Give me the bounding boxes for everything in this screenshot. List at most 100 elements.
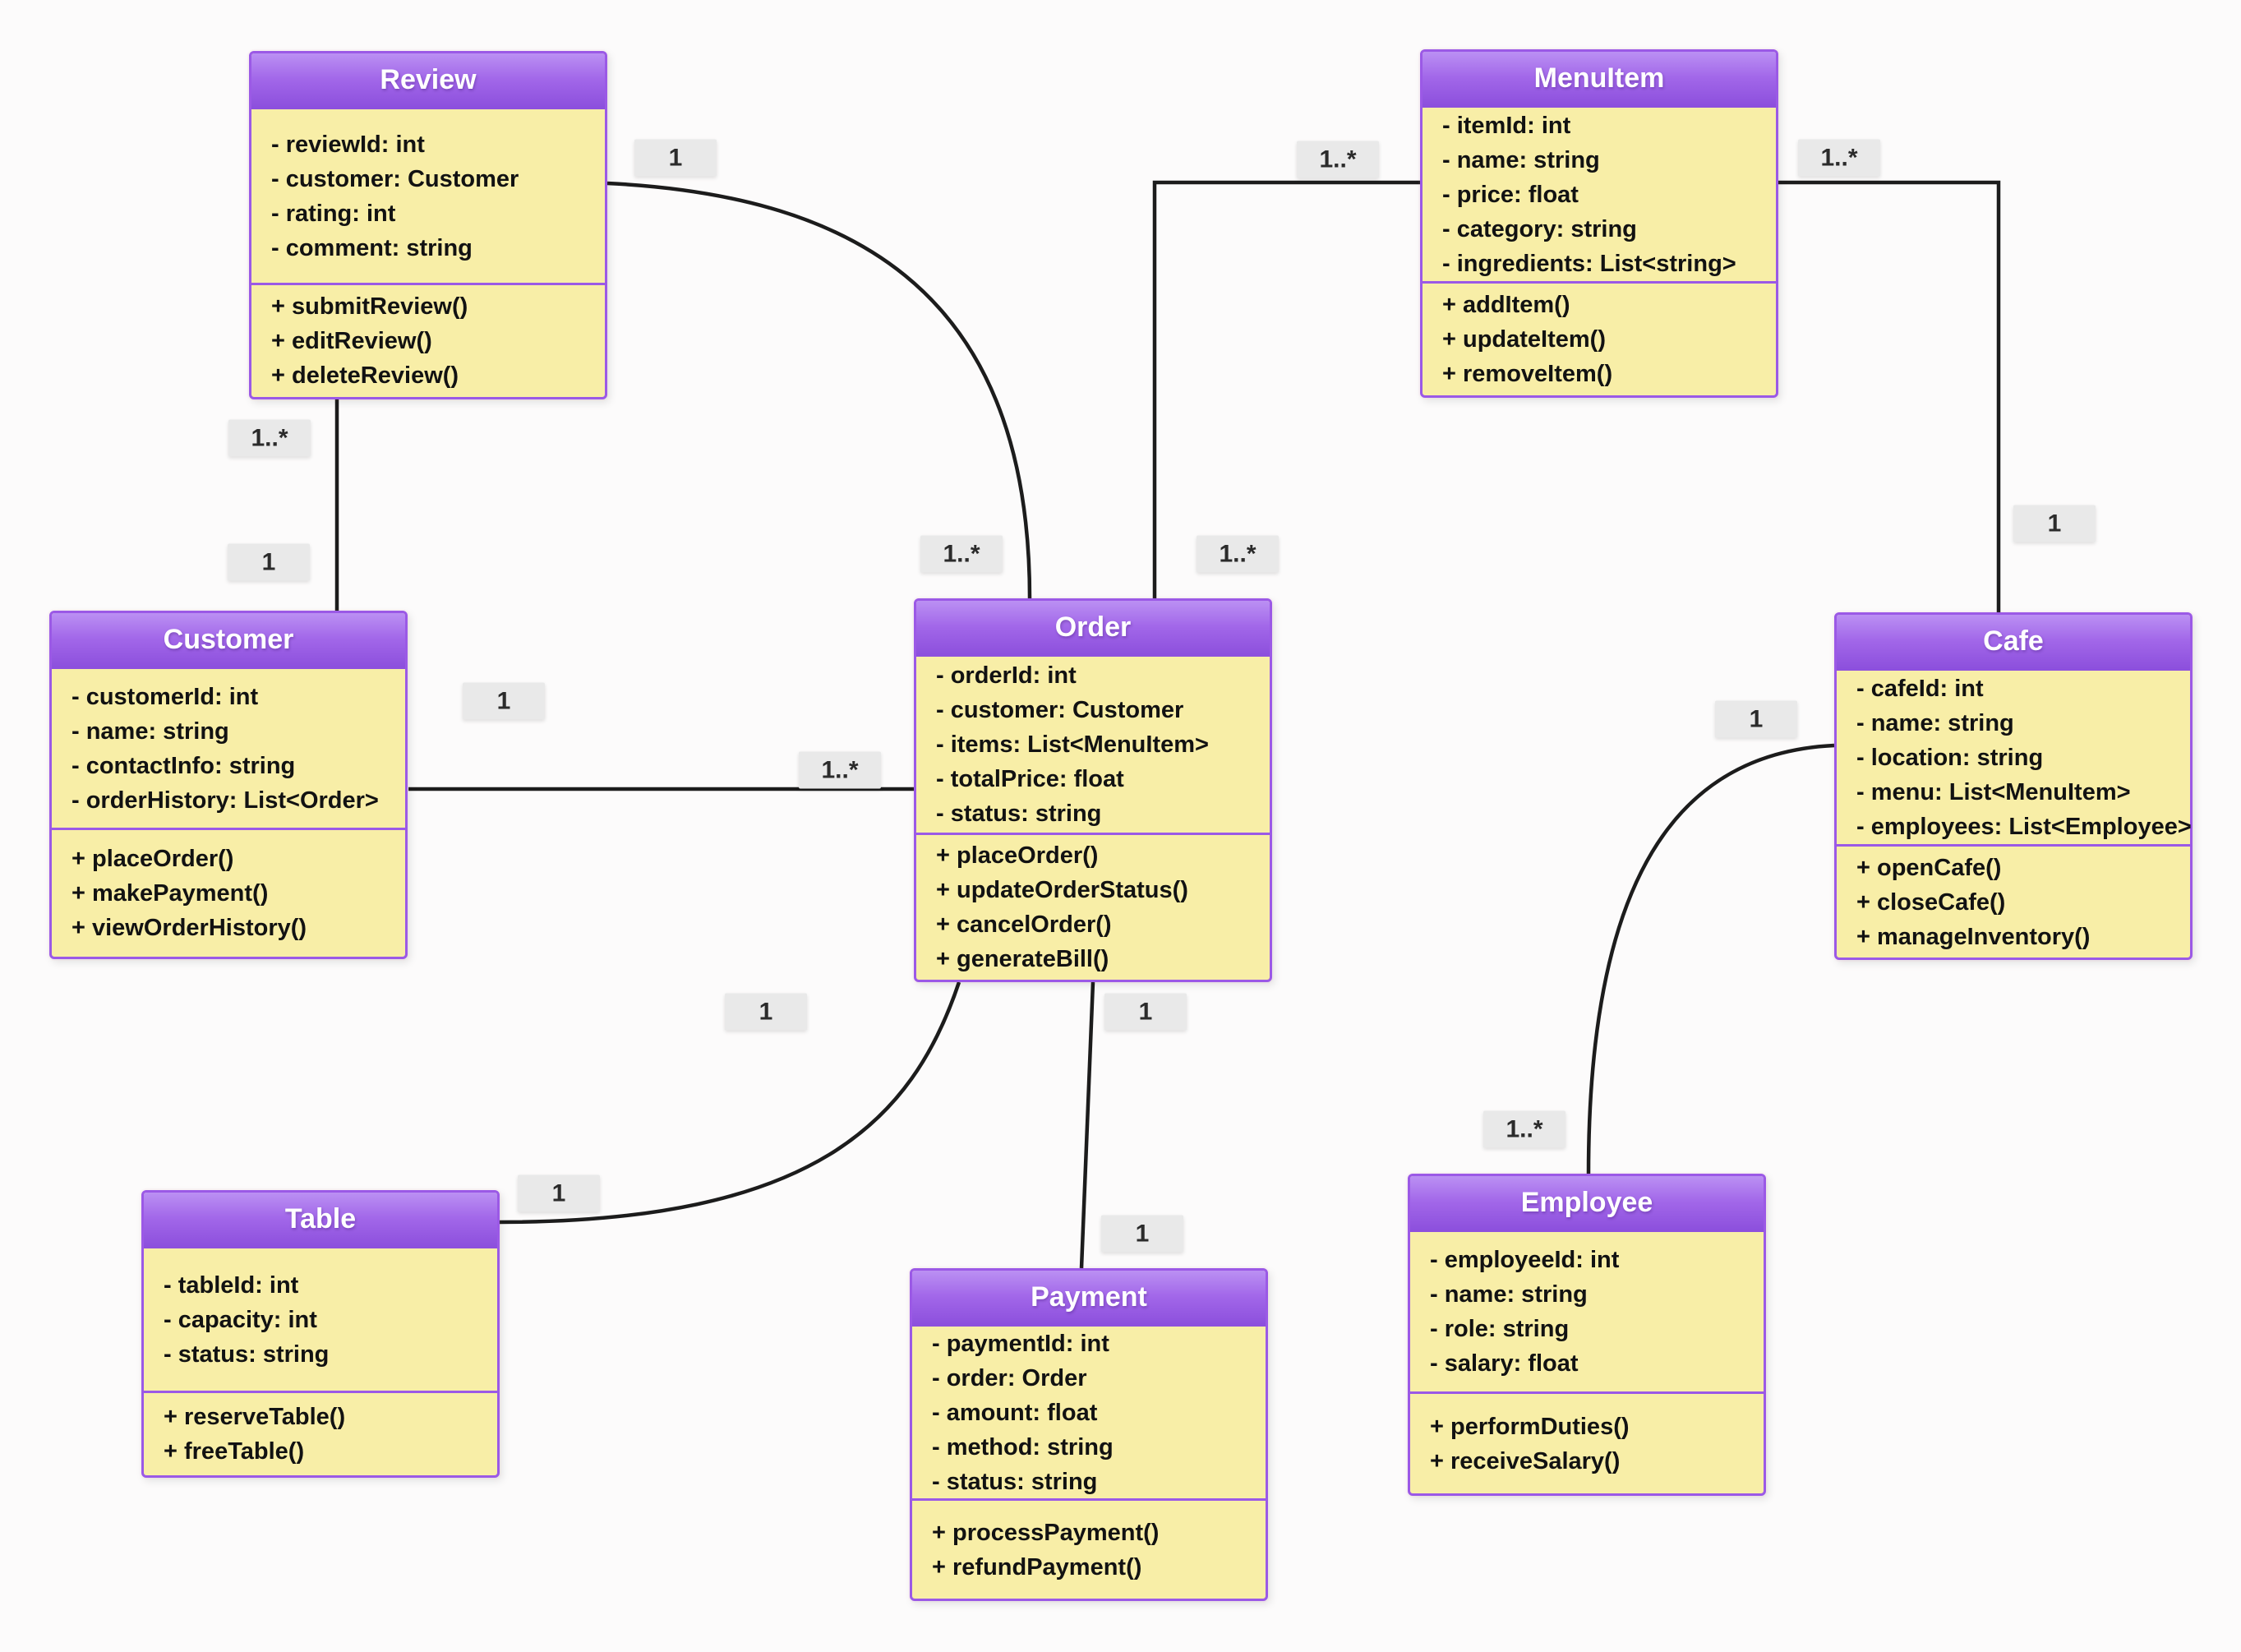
multiplicity-label: 1: [1715, 700, 1797, 738]
operations-section-order: + placeOrder() + updateOrderStatus() + c…: [916, 835, 1270, 980]
association-order-menuitem: [1152, 180, 1420, 598]
association-table-order: [498, 981, 961, 1225]
operation-row: + closeCafe(): [1856, 888, 2006, 916]
attribute-row: - name: string: [71, 718, 229, 745]
multiplicity-label: 1..*: [1798, 139, 1880, 177]
operation-row: + generateBill(): [936, 946, 1109, 972]
attribute-row: - contactInfo: string: [71, 752, 296, 779]
class-title-employee: Employee: [1410, 1176, 1764, 1232]
multiplicity-label: 1..*: [1197, 535, 1279, 573]
operations-section-review: + submitReview() + editReview() + delete…: [251, 285, 605, 397]
multiplicity-label: 1: [1101, 1215, 1183, 1253]
attributes-section-order: - orderId: int - customer: Customer - it…: [916, 657, 1270, 835]
attributes-section-cafe: - cafeId: int - name: string - location:…: [1837, 671, 2192, 847]
attribute-row: - order: Order: [932, 1364, 1087, 1391]
multiplicity-label: 1: [2013, 505, 2096, 542]
attributes-section-customer: - customerId: int - name: string - conta…: [52, 669, 405, 830]
operation-row: + editReview(): [271, 328, 432, 354]
attribute-row: - rating: int: [271, 200, 396, 227]
operations-section-employee: + performDuties() + receiveSalary(): [1410, 1394, 1764, 1493]
attribute-row: - customer: Customer: [936, 697, 1184, 723]
class-box-table: Table - tableId: int - capacity: int - s…: [141, 1190, 500, 1478]
attribute-row: - status: string: [932, 1468, 1098, 1495]
attribute-row: - status: string: [936, 801, 1102, 827]
association-review-order: [606, 181, 1032, 599]
operation-row: + manageInventory(): [1856, 923, 2091, 950]
operation-row: + placeOrder(): [71, 846, 234, 872]
attributes-section-review: - reviewId: int - customer: Customer - r…: [251, 109, 605, 285]
attribute-row: - price: float: [1442, 181, 1579, 208]
operation-row: + deleteReview(): [271, 362, 459, 389]
attribute-row: - itemId: int: [1442, 112, 1571, 139]
attribute-row: - method: string: [932, 1433, 1114, 1460]
multiplicity-label: 1..*: [799, 751, 881, 789]
attribute-row: - customer: Customer: [271, 165, 519, 192]
attribute-row: - category: string: [1442, 215, 1637, 242]
operation-row: + refundPayment(): [932, 1553, 1142, 1580]
attribute-row: - status: string: [164, 1341, 330, 1368]
attribute-row: - orderHistory: List<Order>: [71, 787, 379, 814]
operations-section-cafe: + openCafe() + closeCafe() + manageInven…: [1837, 847, 2190, 958]
association-order-payment: [1079, 981, 1095, 1269]
class-title-cafe: Cafe: [1837, 615, 2190, 671]
attribute-row: - comment: string: [271, 234, 473, 261]
class-box-order: Order - orderId: int - customer: Custome…: [914, 598, 1272, 982]
operations-section-customer: + placeOrder() + makePayment() + viewOrd…: [52, 830, 405, 957]
multiplicity-label: 1: [518, 1174, 600, 1212]
attributes-section-table: - tableId: int - capacity: int - status:…: [144, 1248, 497, 1393]
operation-row: + freeTable(): [164, 1438, 305, 1465]
attribute-row: - totalPrice: float: [936, 766, 1124, 792]
attribute-row: - name: string: [1856, 709, 2014, 736]
class-box-customer: Customer - customerId: int - name: strin…: [49, 611, 408, 959]
attribute-row: - location: string: [1856, 744, 2044, 771]
operation-row: + cancelOrder(): [936, 911, 1112, 938]
operation-row: + addItem(): [1442, 292, 1570, 318]
attributes-section-menuitem: - itemId: int - name: string - price: fl…: [1423, 108, 1776, 284]
multiplicity-label: 1: [725, 993, 807, 1031]
attribute-row: - name: string: [1442, 146, 1600, 173]
association-menuitem-cafe: [1778, 180, 2001, 612]
attribute-row: - name: string: [1430, 1281, 1588, 1308]
multiplicity-label: 1: [1104, 993, 1187, 1031]
operation-row: + submitReview(): [271, 293, 468, 320]
class-box-payment: Payment - paymentId: int - order: Order …: [910, 1268, 1268, 1601]
class-title-review: Review: [251, 53, 605, 109]
class-box-review: Review - reviewId: int - customer: Custo…: [249, 51, 607, 399]
attributes-section-payment: - paymentId: int - order: Order - amount…: [912, 1327, 1266, 1501]
attribute-row: - salary: float: [1430, 1350, 1579, 1377]
multiplicity-label: 1: [463, 682, 545, 720]
operation-row: + viewOrderHistory(): [71, 915, 307, 941]
operation-row: + updateItem(): [1442, 326, 1606, 353]
attribute-row: - menu: List<MenuItem>: [1856, 778, 2131, 805]
operation-row: + updateOrderStatus(): [936, 877, 1188, 903]
operations-section-table: + reserveTable() + freeTable(): [144, 1393, 497, 1475]
class-title-menuitem: MenuItem: [1423, 52, 1776, 108]
operation-row: + makePayment(): [71, 880, 269, 907]
attribute-row: - employees: List<Employee>: [1856, 813, 2192, 840]
attribute-row: - tableId: int: [164, 1271, 299, 1299]
attribute-row: - amount: float: [932, 1399, 1098, 1426]
attribute-row: - paymentId: int: [932, 1330, 1109, 1357]
operation-row: + reserveTable(): [164, 1404, 346, 1430]
operation-row: + removeItem(): [1442, 361, 1613, 387]
multiplicity-label: 1..*: [920, 535, 1003, 573]
multiplicity-label: 1..*: [228, 419, 311, 457]
attribute-row: - role: string: [1430, 1316, 1570, 1342]
operation-row: + openCafe(): [1856, 854, 2002, 881]
operation-row: + performDuties(): [1430, 1413, 1630, 1440]
multiplicity-label: 1: [634, 139, 717, 177]
attribute-row: - ingredients: List<string>: [1442, 250, 1736, 277]
class-title-payment: Payment: [912, 1271, 1266, 1327]
operations-section-menuitem: + addItem() + updateItem() + removeItem(…: [1423, 284, 1776, 395]
class-box-menuitem: MenuItem - itemId: int - name: string - …: [1420, 49, 1778, 398]
attribute-row: - reviewId: int: [271, 131, 425, 158]
class-box-employee: Employee - employeeId: int - name: strin…: [1408, 1174, 1766, 1496]
operation-row: + processPayment(): [932, 1519, 1160, 1546]
operation-row: + placeOrder(): [936, 842, 1099, 869]
multiplicity-label: 1: [228, 543, 310, 581]
multiplicity-label: 1..*: [1297, 141, 1379, 178]
attribute-row: - capacity: int: [164, 1306, 317, 1333]
association-cafe-employee: [1586, 743, 1835, 1174]
